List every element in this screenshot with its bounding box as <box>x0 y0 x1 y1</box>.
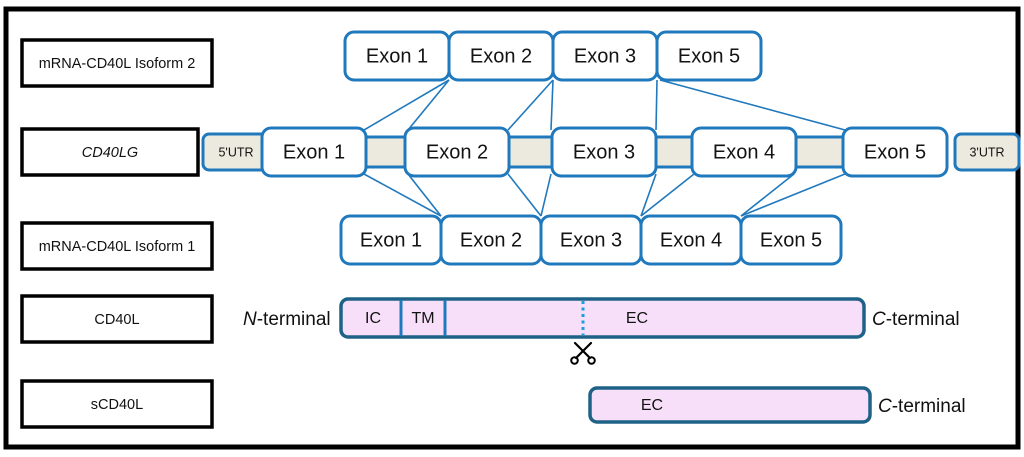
row-label-text: CD40L <box>94 312 139 328</box>
gene-intron-1 <box>362 135 410 169</box>
exon-box <box>550 126 658 178</box>
label-box <box>20 127 200 177</box>
exon-label: Exon 2 <box>460 229 522 251</box>
exon-box <box>655 30 763 82</box>
isoform1-exon-1[interactable]: Exon 1 <box>339 214 443 266</box>
row-label-cd40l-protein: CD40L <box>20 294 214 344</box>
splice-line <box>740 173 846 217</box>
isoform2-exon-2[interactable]: Exon 2 <box>447 30 555 82</box>
gene-exon-4[interactable]: Exon 4 <box>690 126 798 178</box>
splice-line <box>640 173 695 217</box>
gene-exon-5[interactable]: Exon 5 <box>841 126 949 178</box>
exon-label: Exon 1 <box>283 141 345 163</box>
exon-label: Exon 2 <box>426 141 488 163</box>
row-label-mrna-isoform-2: mRNA-CD40L Isoform 2 <box>20 38 214 88</box>
gene-intron-2 <box>505 135 557 169</box>
label-box <box>20 294 214 344</box>
intron-box <box>652 135 697 169</box>
exon-label: Exon 1 <box>366 45 428 67</box>
isoform1-exon-4[interactable]: Exon 4 <box>639 214 743 266</box>
scd40l-protein-bar[interactable]: EC <box>588 386 872 424</box>
splice-lines-gene-to-isoform2 <box>363 79 846 131</box>
domain-label-ec: EC <box>626 310 648 327</box>
splice-lines-gene-to-isoform1 <box>363 173 846 217</box>
row-label-text: mRNA-CD40L Isoform 2 <box>39 56 196 72</box>
splice-line <box>640 173 657 217</box>
outer-frame <box>3 6 1021 450</box>
exon-box <box>690 126 798 178</box>
isoform2-exon-5[interactable]: Exon 5 <box>655 30 763 82</box>
utr-label: 3'UTR <box>969 145 1004 159</box>
utr-label: 5'UTR <box>218 145 253 159</box>
exon-label: Exon 5 <box>864 141 926 163</box>
domain-label-ec: EC <box>641 397 663 414</box>
isoform2-exon-3[interactable]: Exon 3 <box>551 30 659 82</box>
protein-bar <box>588 386 872 424</box>
row-label-cd40lg-gene: CD40LG <box>20 127 200 177</box>
exon-label: Exon 4 <box>660 229 722 251</box>
splice-line <box>407 173 442 217</box>
cd40l-n-terminal-label: N-terminal <box>243 309 331 330</box>
exon-box <box>841 126 949 178</box>
gene-exon-2[interactable]: Exon 2 <box>403 126 511 178</box>
row-label-text: mRNA-CD40L Isoform 1 <box>39 239 196 255</box>
scissors-icon <box>570 341 596 365</box>
label-box <box>20 379 214 429</box>
gene-intron-3 <box>652 135 697 169</box>
exon-label: Exon 5 <box>760 229 822 251</box>
intron-box <box>362 135 410 169</box>
isoform1-exon-5[interactable]: Exon 5 <box>739 214 843 266</box>
exon-box <box>260 126 368 178</box>
gene-exon-1[interactable]: Exon 1 <box>260 126 368 178</box>
exon-box <box>739 214 843 266</box>
splice-line <box>550 79 554 131</box>
scd40l-c-terminal-label: C-terminal <box>878 396 966 417</box>
utr-box <box>953 132 1021 172</box>
splice-line <box>740 173 795 217</box>
exon-label: Exon 3 <box>574 45 636 67</box>
intron-box <box>505 135 557 169</box>
isoform2-exon-1[interactable]: Exon 1 <box>343 30 451 82</box>
splice-line <box>507 173 542 217</box>
splice-line <box>363 79 450 131</box>
exon-label: Exon 1 <box>360 229 422 251</box>
exon-label: Exon 3 <box>560 229 622 251</box>
isoform1-exon-2[interactable]: Exon 2 <box>439 214 543 266</box>
intron-box <box>792 135 848 169</box>
gene-exon-3[interactable]: Exon 3 <box>550 126 658 178</box>
exon-label: Exon 3 <box>573 141 635 163</box>
label-box <box>20 38 214 88</box>
row-label-text: CD40LG <box>82 145 138 161</box>
gene-intron-4 <box>792 135 848 169</box>
label-box <box>20 221 214 271</box>
splice-line <box>507 79 554 131</box>
splice-line <box>659 79 846 131</box>
splice-line <box>540 173 552 217</box>
isoform1-exon-3[interactable]: Exon 3 <box>539 214 643 266</box>
gene-3utr[interactable]: 3'UTR <box>953 132 1021 172</box>
splice-line <box>363 173 442 217</box>
cd40l-c-terminal-label: C-terminal <box>872 309 960 330</box>
gene-5utr[interactable]: 5'UTR <box>201 132 271 172</box>
protein-bar <box>339 297 866 339</box>
domain-label-tm: TM <box>411 310 434 327</box>
splice-line <box>655 79 658 131</box>
exon-label: Exon 4 <box>713 141 775 163</box>
exon-label: Exon 5 <box>678 45 740 67</box>
exon-box <box>403 126 511 178</box>
domain-label-ic: IC <box>365 310 381 327</box>
exon-label: Exon 2 <box>470 45 532 67</box>
row-label-mrna-isoform-1: mRNA-CD40L Isoform 1 <box>20 221 214 271</box>
cd40l-protein-bar[interactable]: IC TM EC <box>339 297 866 339</box>
splice-line <box>407 79 450 131</box>
row-label-scd40l-protein: sCD40L <box>20 379 214 429</box>
row-label-text: sCD40L <box>91 397 143 413</box>
